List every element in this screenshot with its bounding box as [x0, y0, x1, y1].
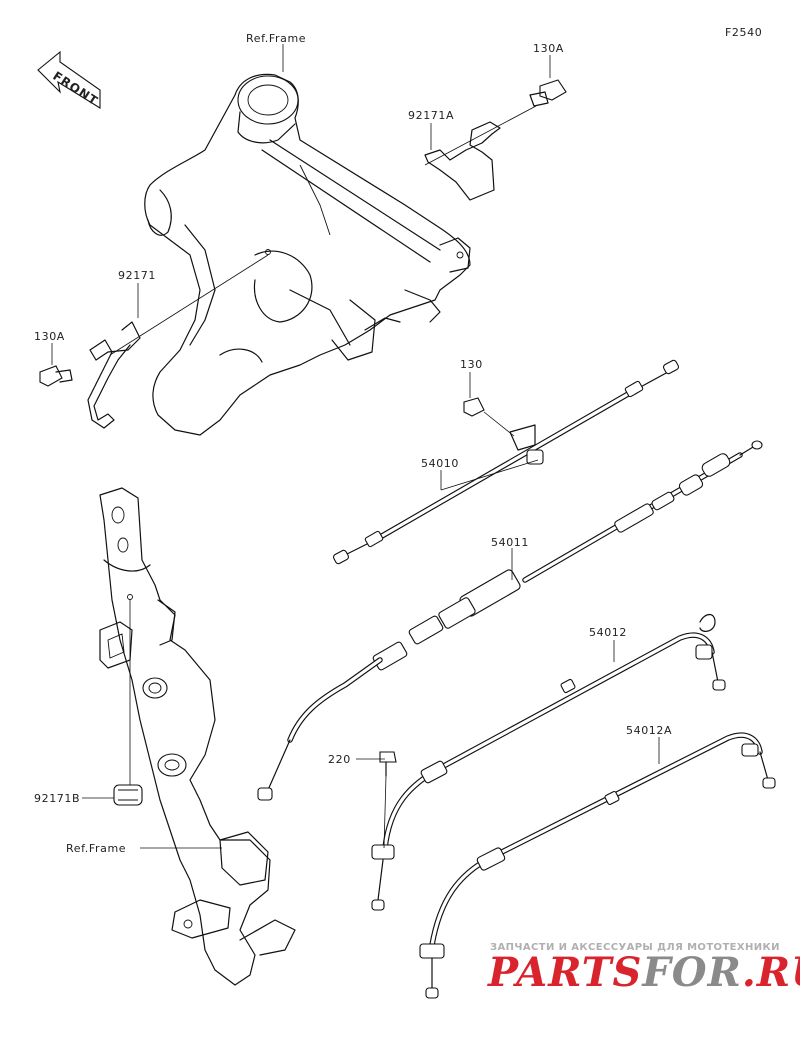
watermark-logo-for: FOR: [641, 949, 741, 996]
figure-code: F2540: [725, 26, 762, 39]
label-92171B: 92171B: [34, 792, 80, 805]
label-92171A: 92171A: [408, 109, 454, 122]
clamp-92171B: [113, 784, 143, 806]
clamp-92171: [87, 321, 141, 429]
label-130: 130: [460, 358, 483, 371]
cable-54012A: [419, 732, 776, 999]
label-ref-frame-bottom: Ref.Frame: [66, 842, 126, 855]
cable-54011-spring: [614, 453, 731, 533]
label-54011: 54011: [491, 536, 529, 549]
watermark-logo-parts: PARTS: [487, 949, 642, 996]
cable-54011: [257, 440, 763, 801]
cable-54012: [371, 613, 726, 911]
lower-frame-drawing: [99, 487, 296, 986]
label-92171: 92171: [118, 269, 156, 282]
bolt-130A-left: [39, 365, 73, 387]
cable-54010: [332, 359, 680, 565]
label-220: 220: [328, 753, 351, 766]
bolt-130A-top: [529, 79, 567, 107]
watermark: ЗАПЧАСТИ И АКСЕССУАРЫ ДЛЯ МОТОТЕХНИКИ PA…: [487, 942, 800, 996]
watermark-logo: PARTSFOR.RU: [487, 949, 800, 996]
watermark-top-text: ЗАПЧАСТИ И АКСЕССУАРЫ ДЛЯ МОТОТЕХНИКИ: [490, 942, 780, 953]
label-54012A: 54012A: [626, 724, 672, 737]
label-130A-left: 130A: [34, 330, 65, 343]
upper-frame-drawing: [144, 73, 471, 436]
label-54012: 54012: [589, 626, 627, 639]
front-arrow-icon: FRONT: [37, 50, 101, 109]
label-130A-top: 130A: [533, 42, 564, 55]
watermark-logo-ru: .RU: [742, 949, 800, 996]
leader-lines: [51, 44, 660, 849]
label-ref-frame-top: Ref.Frame: [246, 32, 306, 45]
label-54010: 54010: [421, 457, 459, 470]
clamp-92171A: [424, 121, 501, 201]
